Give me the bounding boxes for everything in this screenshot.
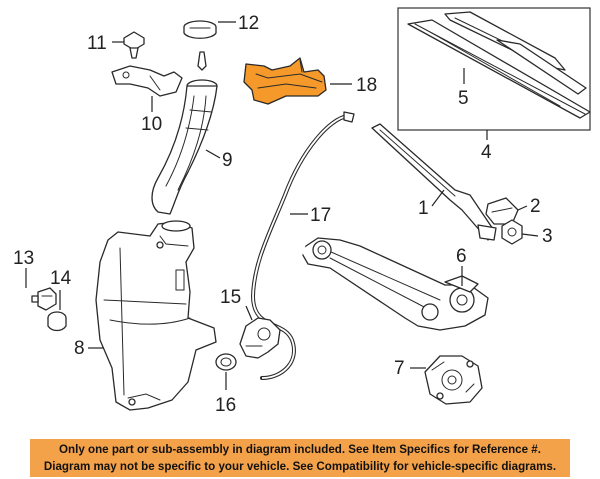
notice-banner: Only one part or sub-assembly in diagram… — [30, 439, 570, 477]
wiper-motor — [424, 355, 483, 405]
callout-5: 5 — [458, 88, 469, 109]
callout-13: 13 — [13, 248, 34, 269]
wiper-arm — [371, 123, 497, 241]
callout-18: 18 — [356, 75, 377, 96]
callout-9: 9 — [222, 150, 233, 171]
callout-12: 12 — [238, 13, 259, 34]
leader-lines — [25, 21, 539, 390]
pump-connector — [31, 287, 57, 311]
callout-14: 14 — [50, 268, 72, 289]
callout-10: 10 — [141, 114, 162, 135]
callout-3: 3 — [542, 226, 553, 247]
pump-grommet — [47, 311, 67, 332]
callout-6: 6 — [456, 246, 467, 267]
highlighted-bracket-part-18 — [243, 57, 327, 105]
notice-line-2: Diagram may not be specific to your vehi… — [43, 460, 557, 473]
wiper-blade-inset — [397, 7, 591, 131]
callout-8: 8 — [74, 338, 85, 359]
callout-7: 7 — [394, 358, 405, 379]
parts-diagram: 11 12 10 9 18 5 4 1 2 3 6 7 17 13 14 15 … — [13, 7, 591, 416]
callout-17: 17 — [310, 205, 331, 226]
washer-pump — [239, 317, 281, 359]
callout-16: 16 — [215, 395, 236, 416]
callout-2: 2 — [530, 196, 541, 217]
arm-cap — [485, 197, 519, 225]
callout-1: 1 — [418, 198, 429, 219]
pump-seal — [215, 353, 237, 371]
callout-11: 11 — [87, 33, 107, 54]
notice-line-1: Only one part or sub-assembly in diagram… — [59, 443, 541, 456]
washer-hose — [251, 111, 355, 380]
callout-4: 4 — [481, 142, 492, 163]
callout-labels: 11 12 10 9 18 5 4 1 2 3 6 7 17 13 14 15 … — [13, 13, 553, 416]
grommet — [123, 31, 145, 59]
arm-nut — [501, 219, 523, 245]
washer-reservoir — [95, 220, 217, 411]
filler-neck — [151, 51, 218, 215]
callout-15: 15 — [220, 287, 241, 308]
filler-bracket — [111, 65, 183, 97]
filler-cap — [183, 20, 217, 39]
